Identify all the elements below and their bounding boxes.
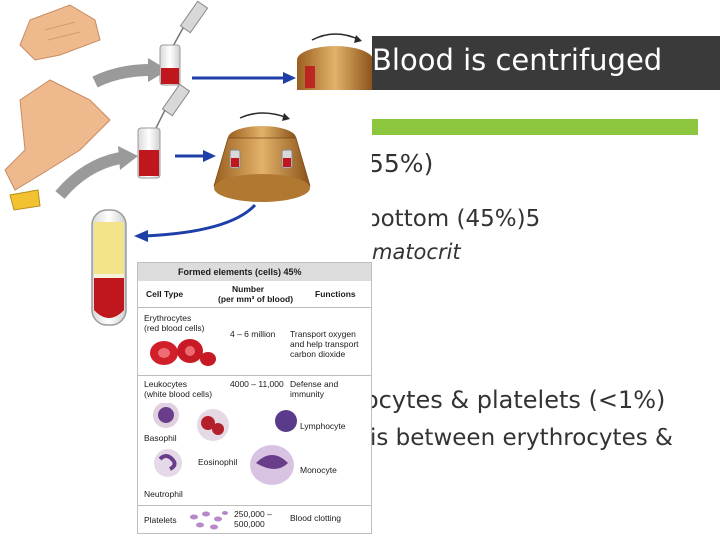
body-line-5: is between erythrocytes & bbox=[370, 425, 673, 451]
row-divider bbox=[138, 375, 371, 376]
blue-arrow-head bbox=[203, 150, 216, 162]
blue-arrow-head bbox=[134, 230, 148, 242]
blue-arrow-head bbox=[283, 72, 296, 84]
col-functions: Functions bbox=[315, 289, 356, 299]
row-divider bbox=[138, 505, 371, 506]
erythrocytes-function-2: and help transport bbox=[290, 339, 359, 349]
basophil-label: Basophil bbox=[144, 433, 177, 443]
illustration-svg bbox=[4, 0, 372, 326]
centrifuge-icon bbox=[213, 112, 311, 202]
eosinophil-label: Eosinophil bbox=[198, 457, 238, 467]
leukocytes-number: 4000 – 11,000 bbox=[230, 379, 284, 389]
col-number: Number bbox=[232, 284, 265, 294]
formed-elements-table: Formed elements (cells) 45% Cell Type Nu… bbox=[137, 262, 372, 534]
leukocytes-sub: (white blood cells) bbox=[144, 389, 213, 399]
centrifuge-icon bbox=[297, 33, 372, 90]
leukocytes-function-1: Defense and bbox=[290, 379, 339, 389]
platelets-number-2: 500,000 bbox=[234, 519, 265, 529]
table-heading-bar bbox=[138, 263, 371, 281]
col-number-unit: (per mm³ of blood) bbox=[218, 294, 294, 304]
erythrocytes-number: 4 – 6 million bbox=[230, 329, 276, 339]
platelets-icon bbox=[190, 511, 228, 530]
row-divider bbox=[138, 307, 371, 308]
grey-arrow-head bbox=[118, 146, 138, 170]
grey-arrow-head bbox=[148, 58, 168, 82]
grey-arrow bbox=[92, 64, 151, 88]
col-cell-type: Cell Type bbox=[146, 289, 184, 299]
arm-icon bbox=[19, 4, 101, 61]
syringe-icon bbox=[137, 83, 191, 179]
body-line-1: 55%) bbox=[368, 149, 434, 178]
platelets-number-1: 250,000 – bbox=[234, 509, 272, 519]
grey-arrow bbox=[55, 152, 122, 199]
slide-title: Blood is centrifuged bbox=[372, 43, 663, 77]
centrifuge-illustration: Formed elements (cells) 45% Cell Type Nu… bbox=[4, 0, 372, 534]
monocyte-label: Monocyte bbox=[300, 465, 337, 475]
erythrocytes-function-1: Transport oxygen bbox=[290, 329, 356, 339]
syringe-icon bbox=[159, 0, 209, 86]
white-blood-cells-icon bbox=[153, 403, 297, 485]
leukocytes-function-2: immunity bbox=[290, 389, 325, 399]
lymphocyte-label: Lymphocyte bbox=[300, 421, 346, 431]
erythrocytes-function-3: carbon dioxide bbox=[290, 349, 346, 359]
arm-icon bbox=[4, 79, 111, 211]
body-line-4: ocytes & platelets (<1%) bbox=[364, 386, 666, 414]
blue-arrow bbox=[144, 203, 257, 238]
platelets-label: Platelets bbox=[144, 515, 177, 525]
erythrocytes-label: Erythrocytes bbox=[144, 313, 192, 323]
red-blood-cells-icon bbox=[150, 339, 216, 366]
platelets-function: Blood clotting bbox=[290, 513, 342, 523]
neutrophil-label: Neutrophil bbox=[144, 489, 183, 499]
table-heading: Formed elements (cells) 45% bbox=[178, 267, 302, 277]
erythrocytes-sub: (red blood cells) bbox=[144, 323, 205, 333]
body-line-2: bottom (45%)5 bbox=[366, 206, 541, 232]
leukocytes-label: Leukocytes bbox=[144, 379, 187, 389]
body-line-3: matocrit bbox=[372, 240, 461, 264]
accent-bar bbox=[372, 119, 698, 135]
test-tube-icon bbox=[91, 209, 127, 326]
